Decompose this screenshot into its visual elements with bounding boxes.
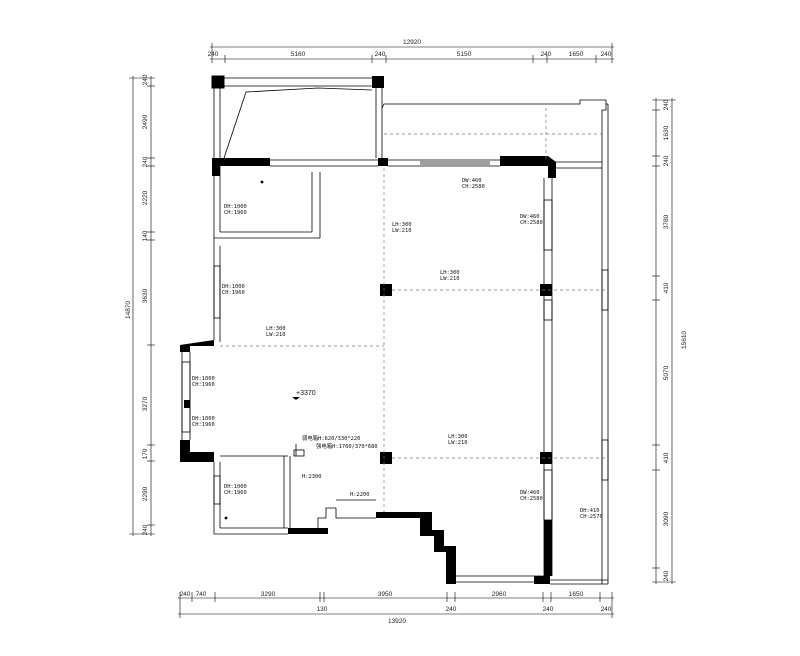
left-dim-3: 240 (142, 156, 149, 167)
right-dim-7: 410 (663, 452, 670, 463)
bottom-dim-5: 3950 (378, 591, 393, 598)
bottom-dim-2: 740 (196, 591, 207, 598)
right-total-dim: 15610 (681, 331, 688, 349)
bottom-dim-3: 3290 (261, 591, 276, 598)
left-dim-1: 240 (142, 74, 149, 85)
bottom-dim-8: 240 (543, 606, 554, 613)
right-dim-5: 410 (663, 282, 670, 293)
right-dim-3: 240 (663, 155, 670, 166)
windows (181, 199, 609, 521)
right-dim-9: 240 (663, 570, 670, 581)
meter-box-weak: 弱电箱H:620/330*220 (302, 434, 360, 442)
right-dim-4: 3780 (663, 214, 670, 229)
top-dimension-chain: 12920 240 5160 240 5150 240 1650 240 (208, 39, 614, 63)
elevation-marker-icon (292, 397, 300, 400)
right-dim-8: 3090 (663, 511, 670, 526)
left-dim-5: 140 (142, 230, 149, 241)
left-dim-6: 3630 (142, 288, 149, 303)
left-dim-10: 240 (142, 524, 149, 535)
left-dim-8: 170 (142, 448, 149, 459)
right-dim-1: 240 (663, 99, 670, 110)
bottom-dim-10: 240 (601, 606, 612, 613)
top-dim-3: 240 (375, 51, 386, 58)
bottom-dimension-chain: 240 740 3290 130 3950 240 2960 240 1650 … (178, 591, 614, 625)
top-dim-2: 5160 (291, 51, 306, 58)
beam-lines (220, 108, 606, 512)
top-dim-4: 5150 (457, 51, 472, 58)
bottom-dim-1: 240 (180, 591, 191, 598)
top-total-dim: 12920 (403, 39, 421, 46)
right-dimension-chain: 240 1630 240 3780 410 5070 410 3090 240 … (652, 98, 688, 584)
right-dim-2: 1630 (663, 125, 670, 140)
bottom-dim-6: 240 (446, 606, 457, 613)
left-dim-2: 2490 (142, 114, 149, 129)
top-dim-1: 240 (208, 51, 219, 58)
left-dim-9: 2290 (142, 486, 149, 501)
bottom-total-dim: 13920 (388, 618, 406, 625)
bottom-dim-7: 2960 (492, 591, 507, 598)
right-dim-6: 5070 (663, 365, 670, 380)
top-dim-7: 240 (601, 51, 612, 58)
top-dim-5: 240 (541, 51, 552, 58)
meter-box-strong: 强电箱H:1760/370*680 (316, 442, 378, 450)
top-dim-6: 1650 (569, 51, 584, 58)
bottom-dim-9: 1650 (569, 591, 584, 598)
bottom-dim-4: 130 (317, 606, 328, 613)
height-label-2300: H:2300 (302, 474, 321, 480)
elevation-label: +3370 (296, 390, 316, 397)
left-dim-4: 2220 (142, 190, 149, 205)
fixtures (224, 180, 305, 520)
left-dimension-chain: 240 2490 240 2220 140 3630 3270 170 2290… (125, 74, 155, 536)
left-dim-7: 3270 (142, 396, 149, 411)
left-total-dim: 14870 (125, 301, 132, 319)
height-label-2200: H:2200 (350, 492, 369, 498)
